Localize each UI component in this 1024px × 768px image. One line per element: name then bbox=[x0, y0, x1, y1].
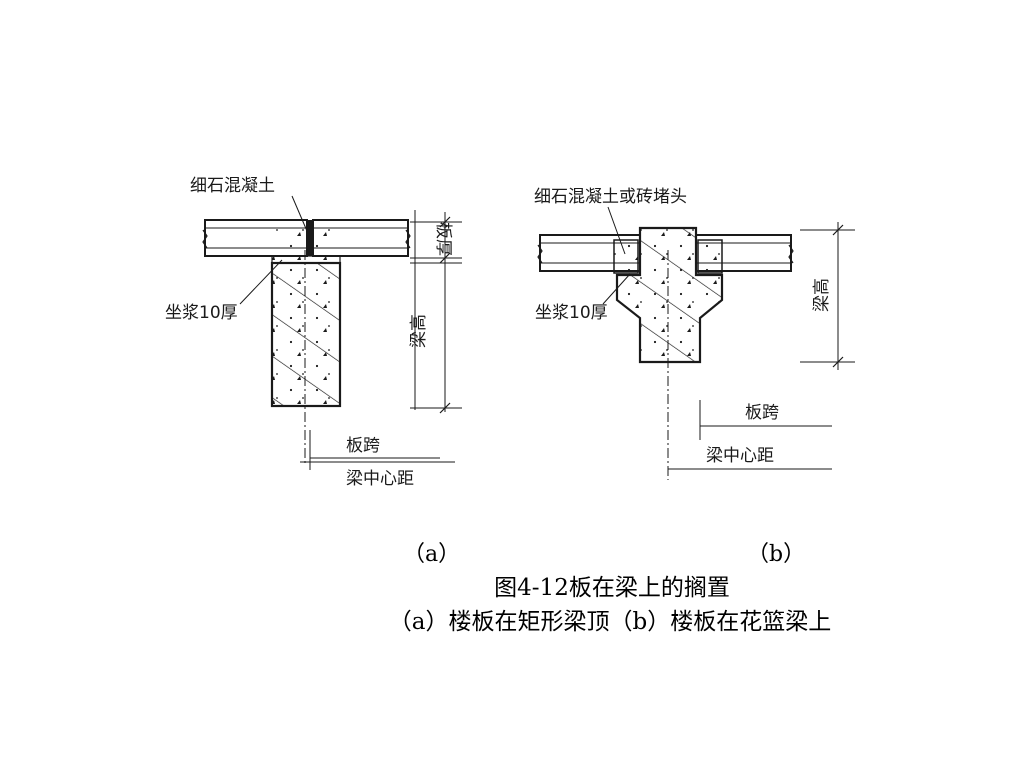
dim-slab-thickness-a: 板厚 bbox=[433, 222, 453, 256]
panel-b: 细石混凝土或砖堵头 坐浆10厚 梁高 板跨 梁中心距 bbox=[534, 187, 855, 480]
callout-bed-b: 坐浆10厚 bbox=[535, 303, 608, 323]
dim-beam-center-b: 梁中心距 bbox=[706, 446, 774, 466]
dim-beam-height-a: 梁高 bbox=[409, 314, 429, 348]
slab-right-a bbox=[312, 219, 411, 257]
dim-slab-span-b: 板跨 bbox=[745, 403, 779, 423]
dimension-lines-b bbox=[800, 222, 855, 370]
panel-label-a: （a） bbox=[403, 542, 460, 567]
rect-beam-a bbox=[270, 261, 342, 408]
span-dimension-a bbox=[300, 430, 455, 470]
dim-beam-height-b: 梁高 bbox=[812, 278, 832, 312]
callout-bed-a: 坐浆10厚 bbox=[165, 303, 238, 323]
end-plug-left-b bbox=[613, 239, 639, 274]
callout-top-a: 细石混凝土 bbox=[190, 176, 275, 196]
end-plug-right-b bbox=[697, 239, 723, 274]
span-dimension-b bbox=[668, 400, 832, 470]
callout-top-b: 细石混凝土或砖堵头 bbox=[534, 187, 687, 207]
dimension-lines-a bbox=[410, 210, 462, 414]
caption-title: 图4-12板在梁上的搁置 bbox=[494, 575, 730, 601]
caption-subtitle: （a）楼板在矩形梁顶（b）楼板在花篮梁上 bbox=[389, 609, 831, 635]
panel-a: 细石混凝土 坐浆10厚 板厚 梁高 板跨 梁中心距 bbox=[165, 176, 462, 489]
basket-beam-b bbox=[615, 226, 724, 364]
slab-left-a bbox=[202, 219, 308, 257]
panel-label-b: （b） bbox=[747, 542, 805, 567]
dim-beam-center-a: 梁中心距 bbox=[346, 469, 414, 489]
dim-slab-span-a: 板跨 bbox=[346, 436, 380, 456]
